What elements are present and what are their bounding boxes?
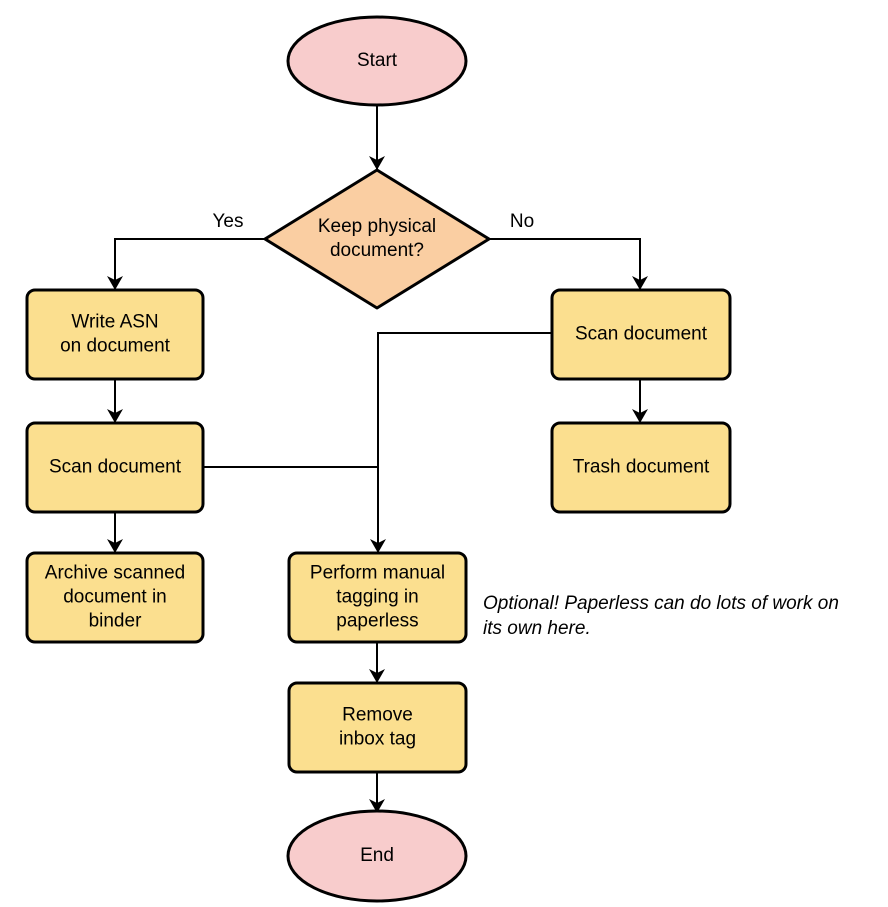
- node-remove-inbox-tag[interactable]: Remove inbox tag: [287, 681, 468, 774]
- edge-decision-no-to-scan-document-right: No: [490, 211, 648, 290]
- process-shape[interactable]: [287, 551, 468, 644]
- edge-start-to-decision: [369, 105, 385, 170]
- arrowhead-icon: [107, 276, 123, 290]
- node-label: Remove: [342, 705, 413, 726]
- process-shape[interactable]: [25, 551, 205, 644]
- edge-line: [490, 238, 641, 290]
- node-label: Trash document: [573, 457, 710, 478]
- edge-remove-inbox-tag-to-end: [369, 772, 385, 813]
- process-shape[interactable]: [550, 288, 732, 381]
- terminator-shape[interactable]: [286, 809, 468, 903]
- process-shape[interactable]: [25, 288, 205, 381]
- edge-label-decision-yes-to-write-asn: Yes: [213, 211, 244, 232]
- edge-label-decision-no-to-scan-document-right: No: [510, 211, 534, 232]
- node-label: End: [360, 845, 394, 866]
- terminator-shape[interactable]: [286, 15, 468, 107]
- node-label: on document: [60, 336, 171, 357]
- annotation-optional-note: Optional! Paperless can do lots of work …: [483, 593, 839, 639]
- node-label: Perform manual: [310, 563, 445, 584]
- edge-scan-document-right-to-manual-tagging: [370, 332, 552, 553]
- node-end[interactable]: End: [286, 809, 468, 903]
- node-label: Write ASN: [71, 312, 158, 333]
- node-scan-document-right[interactable]: Scan document: [550, 288, 732, 381]
- edges-layer: Yes No: [107, 105, 648, 813]
- arrowhead-icon: [369, 799, 385, 813]
- node-write-asn-on-document[interactable]: Write ASN on document: [25, 288, 205, 381]
- annotations-layer: Optional! Paperless can do lots of work …: [483, 593, 839, 639]
- node-label: tagging in: [336, 587, 418, 608]
- node-label: Scan document: [575, 324, 708, 345]
- node-label: Start: [357, 50, 398, 71]
- node-label: document in: [63, 587, 167, 608]
- node-label: Scan document: [49, 457, 182, 478]
- node-start[interactable]: Start: [286, 15, 468, 107]
- arrowhead-icon: [107, 409, 123, 423]
- node-label: Archive scanned: [45, 563, 185, 584]
- edge-write-asn-to-scan-document-left: [107, 379, 123, 423]
- node-keep-physical-document[interactable]: Keep physical document?: [263, 168, 491, 310]
- arrowhead-icon: [370, 539, 386, 553]
- node-scan-document-left[interactable]: Scan document: [25, 421, 205, 514]
- edge-line: [114, 238, 265, 290]
- node-label: paperless: [336, 611, 418, 632]
- edge-scan-document-right-to-trash: [632, 379, 648, 423]
- node-trash-document[interactable]: Trash document: [550, 421, 732, 514]
- process-shape[interactable]: [287, 681, 468, 774]
- process-shape[interactable]: [550, 421, 732, 514]
- edge-scan-document-left-to-archive: [107, 512, 123, 553]
- node-label: document?: [330, 240, 424, 261]
- node-perform-manual-tagging-in-paperless[interactable]: Perform manual tagging in paperless: [287, 551, 468, 644]
- decision-shape[interactable]: [263, 168, 491, 310]
- node-label: binder: [89, 611, 142, 632]
- edge-line: [377, 332, 552, 553]
- process-shape[interactable]: [25, 421, 205, 514]
- edge-decision-yes-to-write-asn: Yes: [107, 211, 265, 290]
- arrowhead-icon: [632, 276, 648, 290]
- node-archive-scanned-document-in-binder[interactable]: Archive scanned document in binder: [25, 551, 205, 644]
- arrowhead-icon: [369, 669, 385, 683]
- arrowhead-icon: [632, 409, 648, 423]
- node-label: inbox tag: [339, 729, 416, 750]
- annotation-line: Optional! Paperless can do lots of work …: [483, 593, 839, 614]
- annotation-line: its own here.: [483, 618, 591, 639]
- arrowhead-icon: [107, 539, 123, 553]
- edge-manual-tagging-to-remove-inbox-tag: [369, 642, 385, 683]
- node-label: Keep physical: [318, 216, 436, 237]
- arrowhead-icon: [369, 156, 385, 170]
